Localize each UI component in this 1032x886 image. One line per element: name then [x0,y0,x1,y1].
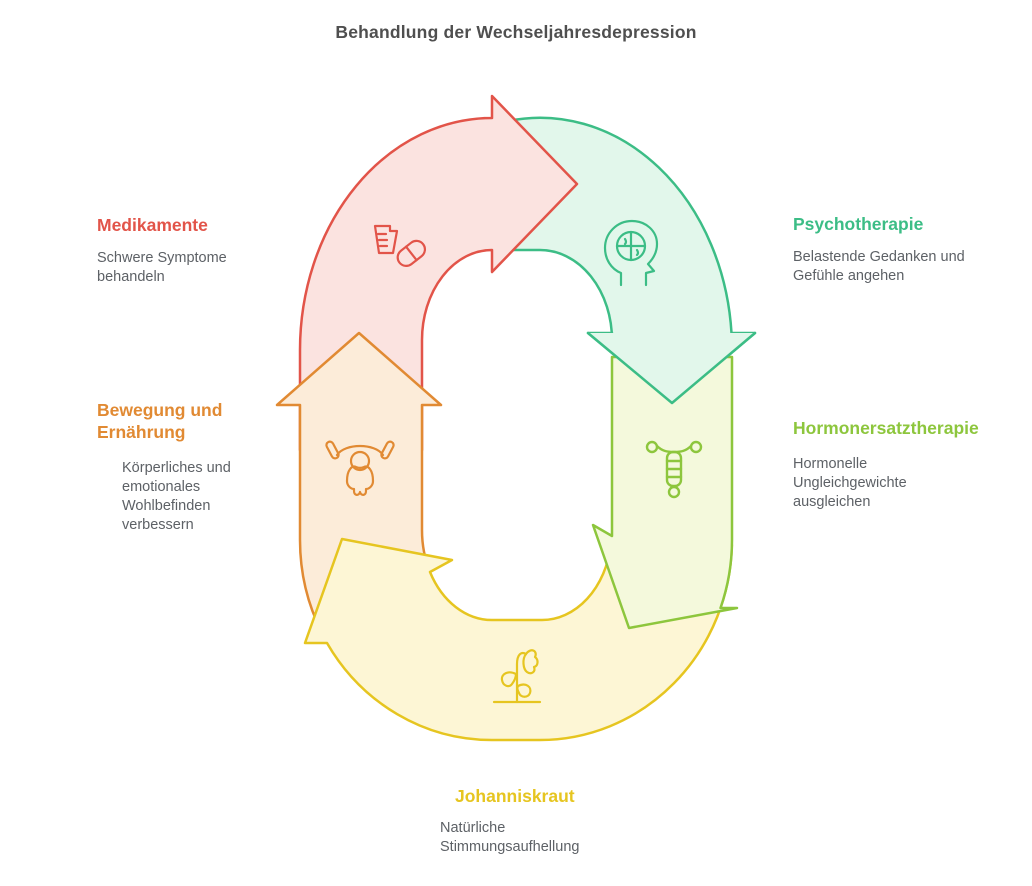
description-psychotherapie: Belastende Gedanken und Gefühle angehen [793,249,965,285]
description-bewegung-und-ernaehrung: Körperliches und emotionales Wohlbefinde… [122,460,231,534]
head-brain-icon [603,219,659,287]
label-psychotherapie: Psychotherapie [793,214,924,234]
description-medikamente: Schwere Symptome behandeln [97,250,227,286]
arrow-psychotherapie-head [586,331,757,405]
plant-icon [492,649,542,704]
description-hormonersatztherapie: Hormonelle Ungleichgewichte ausgleichen [793,456,907,511]
label-johanniskraut: Johanniskraut [455,786,575,806]
label-medikamente: Medikamente [97,215,208,235]
page-title: Behandlung der Wechseljahresdepression [335,22,697,42]
label-bewegung-und-ernaehrung: Bewegung und Ernährung [97,400,223,442]
iud-icon [645,440,703,499]
description-johanniskraut: Natürliche Stimmungsaufhellung [440,820,580,856]
medicine-cup-pill-icon [373,224,427,267]
exercise-person-icon [325,440,395,496]
label-hormonersatztherapie: Hormonersatztherapie [793,418,979,438]
arrow-hormonersatztherapie [591,355,739,630]
